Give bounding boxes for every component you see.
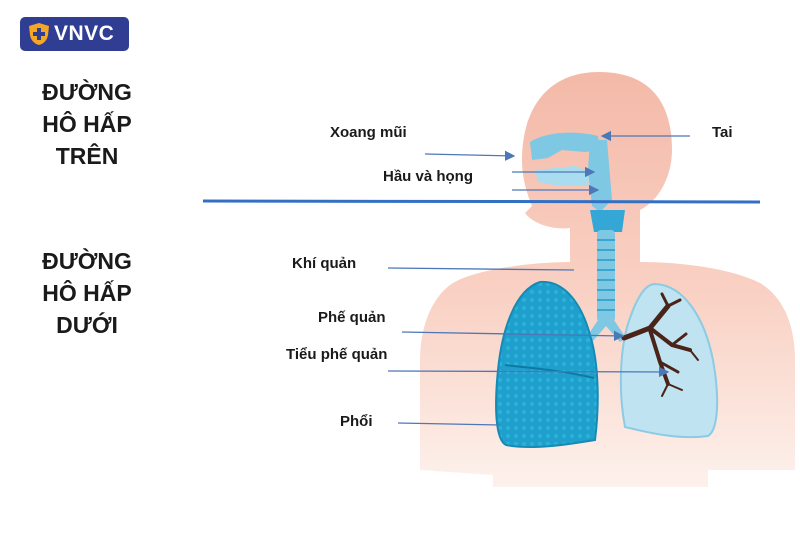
logo-text: VNVC [54,22,115,45]
larynx [590,210,625,232]
label-sinus: Xoang mũi [330,124,407,141]
upper-tract-line-3: TRÊN [55,143,119,169]
oral-cavity [535,166,590,186]
left-lung-fissure [504,364,595,379]
label-lungs: Phổi [340,413,373,430]
upper-tract-line-2: HÔ HẤP [42,111,132,137]
left-lung [495,280,599,449]
upper-tract-heading: ĐƯỜNG HÔ HẤP TRÊN [22,76,152,172]
lower-tract-line-2: HÔ HẤP [42,280,132,306]
nasal-cavity [530,132,600,160]
label-bronchioles: Tiểu phế quản [286,346,388,363]
trachea-rings [597,239,615,311]
lower-tract-line-3: DƯỚI [56,312,118,338]
label-pharynx: Hầu và họng [383,168,474,185]
right-lung [619,282,719,439]
leader-arrows [387,130,690,426]
label-trachea: Khí quản [292,255,357,272]
trachea [597,230,615,322]
tract-divider [202,199,761,204]
label-bronchi: Phế quản [318,309,386,326]
lower-tract-heading: ĐƯỜNG HÔ HẤP DƯỚI [22,245,152,341]
vnvc-logo: VNVC [20,17,129,51]
label-ear: Tai [712,124,733,141]
shield-icon [29,23,49,45]
upper-tract-line-1: ĐƯỜNG [42,79,132,105]
bronchial-tree [621,292,699,397]
lower-tract-line-1: ĐƯỜNG [42,248,132,274]
